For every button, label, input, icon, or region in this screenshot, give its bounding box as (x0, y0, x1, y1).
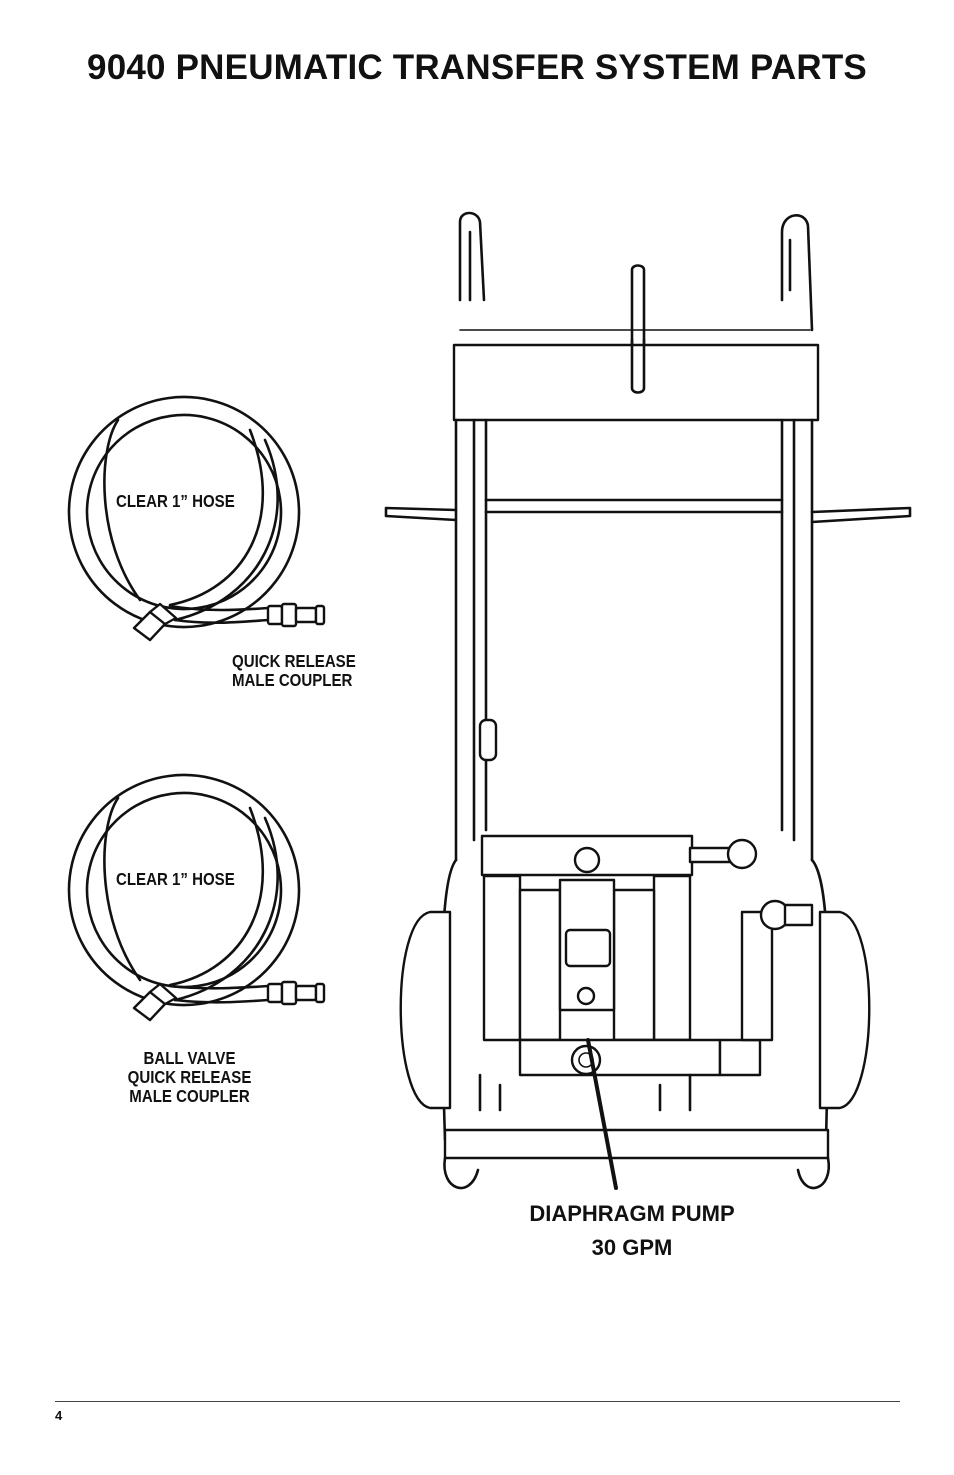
coupler-top-line: MALE COUPLER (232, 670, 353, 690)
hose-coil-top (67, 395, 326, 642)
transfer-cart (384, 211, 912, 1190)
hose-coil-bottom (67, 773, 326, 1022)
coupler-bottom-line: BALL VALVE (143, 1048, 236, 1068)
page-number: 4 (55, 1408, 63, 1423)
coupler-top-line: QUICK RELEASE (232, 651, 356, 671)
coupler-top-label: QUICK RELEASE MALE COUPLER (232, 652, 356, 690)
pump-label: DIAPHRAGM PUMP 30 GPM (520, 1197, 744, 1265)
hose-top-label: CLEAR 1” HOSE (116, 491, 235, 511)
coupler-bottom-line: QUICK RELEASE (127, 1067, 252, 1087)
footer-divider (55, 1401, 900, 1402)
pump-label-line: DIAPHRAGM PUMP (529, 1201, 735, 1226)
page-title: 9040 PNEUMATIC TRANSFER SYSTEM PARTS (87, 48, 867, 87)
coupler-bottom-label: BALL VALVE QUICK RELEASE MALE COUPLER (125, 1049, 254, 1106)
hose-bottom-label: CLEAR 1” HOSE (116, 869, 235, 889)
pump-label-line: 30 GPM (591, 1235, 673, 1260)
coupler-bottom-line: MALE COUPLER (129, 1086, 250, 1106)
